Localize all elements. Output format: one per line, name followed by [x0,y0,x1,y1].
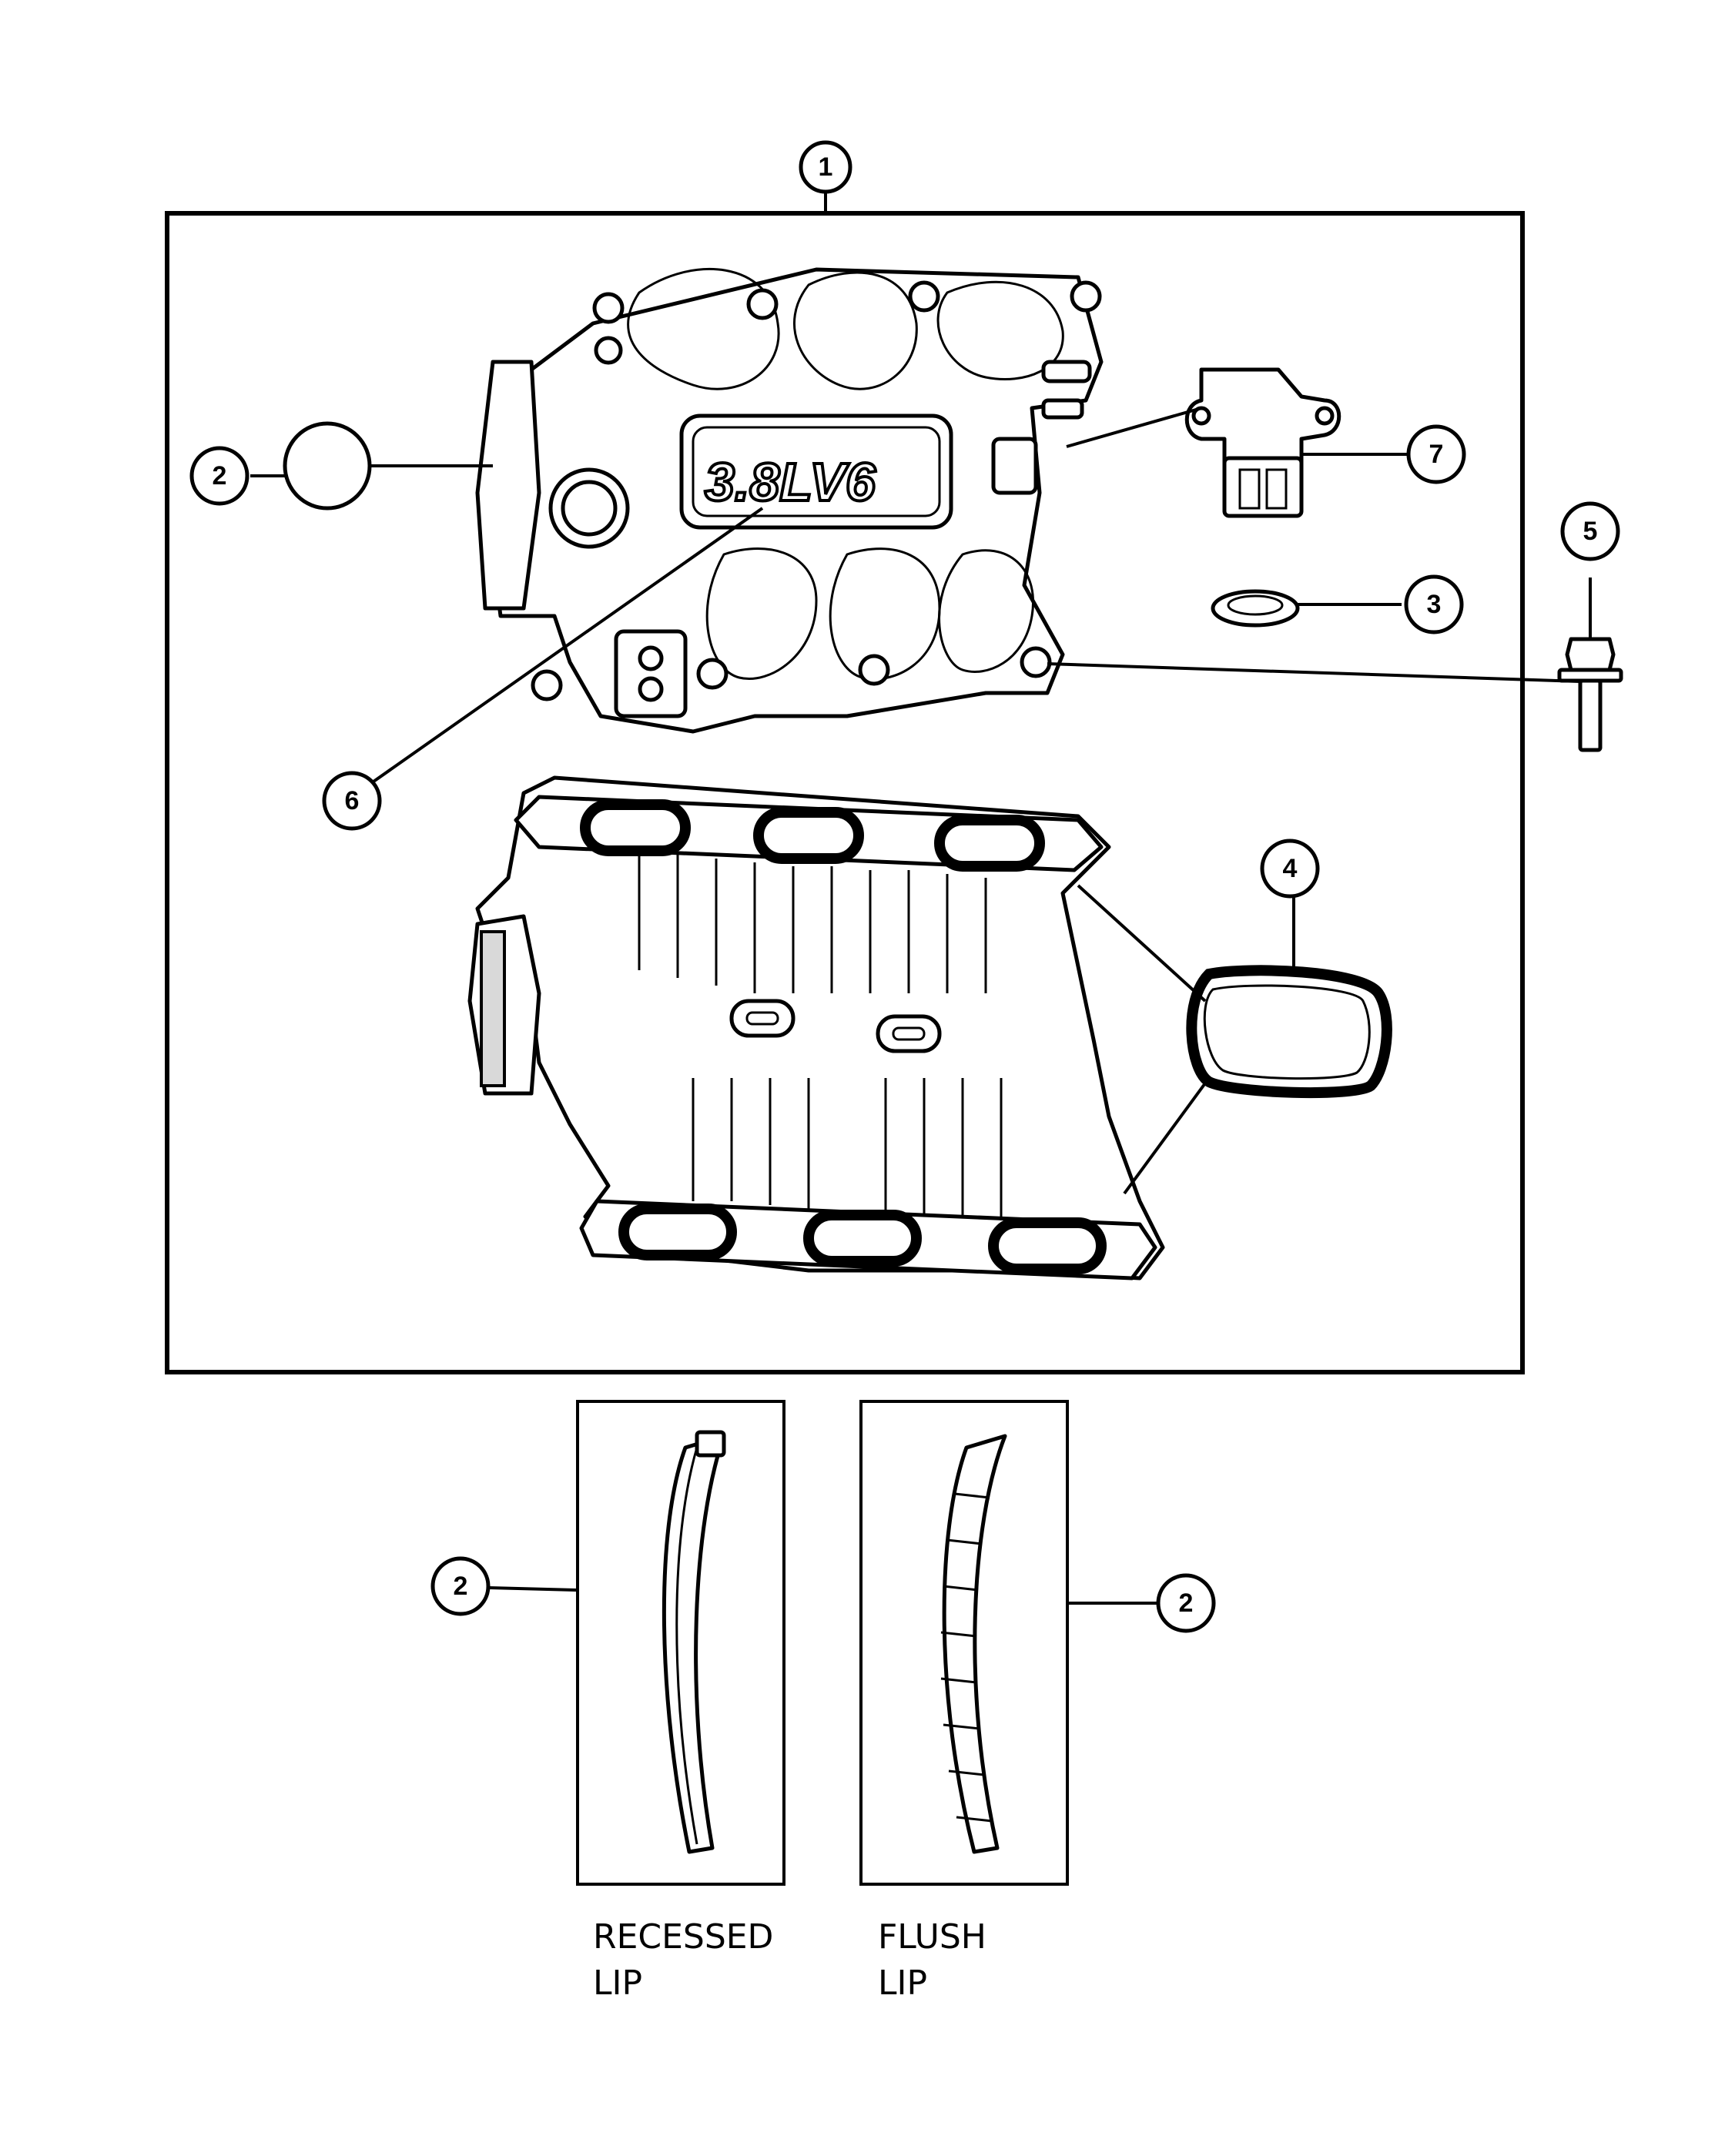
flush-lip-caption-line1: FLUSH [878,1917,986,1957]
assembly-frame [165,211,1525,1374]
bolt [1557,637,1623,752]
callout-2-seal: 2 [189,446,250,506]
callout-6-label: 6 [345,786,360,815]
map-sensor [1184,367,1341,518]
sensor-o-ring [1211,589,1300,628]
callout-5-label: 5 [1583,517,1598,546]
flush-lip-seal [940,1434,1007,1854]
recessed-lip-box [576,1400,785,1886]
callout-7: 7 [1406,424,1466,484]
recessed-lip-seal [662,1430,726,1854]
callout-4-label: 4 [1283,854,1298,883]
callout-6: 6 [322,771,382,831]
callout-7-label: 7 [1429,440,1444,469]
throttle-body-seal [283,421,372,511]
callout-1: 1 [799,140,852,194]
flush-lip-box [859,1400,1069,1886]
callout-3-label: 3 [1427,590,1442,619]
callout-2-flush: 2 [1156,1573,1216,1633]
callout-2-recessed-label: 2 [454,1572,468,1601]
flush-lip-caption-line2: LIP [878,1964,927,2003]
callout-1-label: 1 [819,152,833,182]
manifold-logo: 3.8LV6 [705,452,876,512]
callout-4: 4 [1260,839,1320,899]
callout-2-flush-label: 2 [1179,1589,1194,1618]
callout-2-label: 2 [213,461,227,490]
recessed-lip-caption-line2: LIP [593,1964,642,2003]
upper-intake-manifold: 3.8LV6 [475,267,1104,734]
lower-intake-manifold [467,775,1165,1281]
callout-2-recessed: 2 [430,1556,491,1616]
recessed-lip-caption-line1: RECESSED [593,1917,773,1957]
manifold-gasket [1186,965,1392,1099]
callout-5: 5 [1560,501,1620,561]
callout-3: 3 [1404,574,1464,634]
